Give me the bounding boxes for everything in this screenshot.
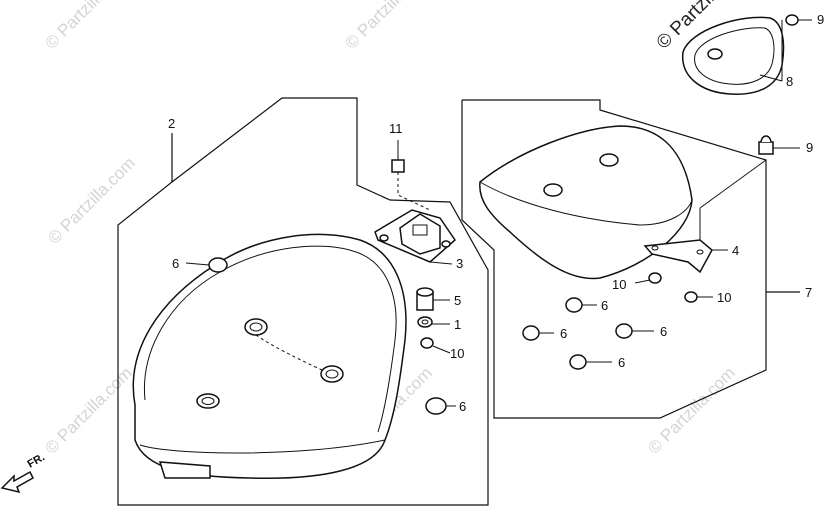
grommet-6-rear-1: [565, 297, 597, 313]
callout-6-rear-2: 6: [560, 326, 567, 341]
callout-3: 3: [456, 256, 463, 271]
plate-8: [682, 16, 785, 95]
grommet-6-upper-left: [185, 257, 228, 273]
callout-6-rear-3: 6: [660, 324, 667, 339]
watermark-2: © Partzilla.com: [341, 0, 435, 53]
callout-6-front-right: 6: [459, 399, 466, 414]
watermark-3: © Partzilla.com: [41, 363, 135, 457]
grommet-6-rear-4: [569, 354, 612, 370]
watermark-5: © Partzilla.com: [644, 363, 738, 457]
front-direction-label: FR.: [26, 451, 47, 470]
bolt-11: [391, 140, 431, 211]
callout-6-front-left: 6: [172, 256, 179, 271]
grommet-6-rear-2: [522, 325, 554, 341]
clip-10-rear-2: [684, 291, 713, 303]
bracket-4: [643, 159, 767, 274]
cap-nut-9-rear: [758, 135, 800, 155]
front-seat: [132, 233, 407, 479]
bracket: [374, 209, 456, 265]
washer-1: [417, 316, 450, 328]
grommet-6-rear-3: [615, 323, 654, 339]
callout-5: 5: [454, 293, 461, 308]
callout-10-rear-1: 10: [612, 277, 626, 292]
front-arrow-icon: [0, 470, 34, 494]
nut-5: [416, 287, 450, 311]
callout-9-top: 9: [817, 12, 824, 27]
callout-6-rear-1: 6: [601, 298, 608, 313]
callout-2: 2: [168, 116, 175, 131]
watermark-1: © Partzilla.com: [41, 0, 135, 53]
callout-4: 4: [732, 243, 739, 258]
clip-10-left: [420, 337, 451, 354]
callout-8: 8: [786, 74, 793, 89]
front-seat-group-frame: [117, 97, 489, 506]
callout-9-rear: 9: [806, 140, 813, 155]
grommet-6-lower-right: [425, 397, 456, 415]
rear-seat-group-frame: [461, 99, 767, 419]
callout-10-rear-2: 10: [717, 290, 731, 305]
callout-labels: 2 11 3 5 1 10 6 6 4 7 9 9 8 10 10 6 6 6 …: [168, 12, 824, 414]
callout-1: 1: [454, 317, 461, 332]
cap-nut-9-top: [785, 14, 812, 26]
callout-11: 11: [389, 121, 403, 136]
callout-7: 7: [805, 285, 812, 300]
front-direction-indicator: FR.: [0, 451, 47, 494]
watermark-6: © Partzilla.com: [44, 153, 138, 247]
rear-seat: [479, 125, 693, 280]
clip-10-rear-1: [634, 272, 662, 284]
callout-6-rear-4: 6: [618, 355, 625, 370]
callout-10-left: 10: [450, 346, 464, 361]
